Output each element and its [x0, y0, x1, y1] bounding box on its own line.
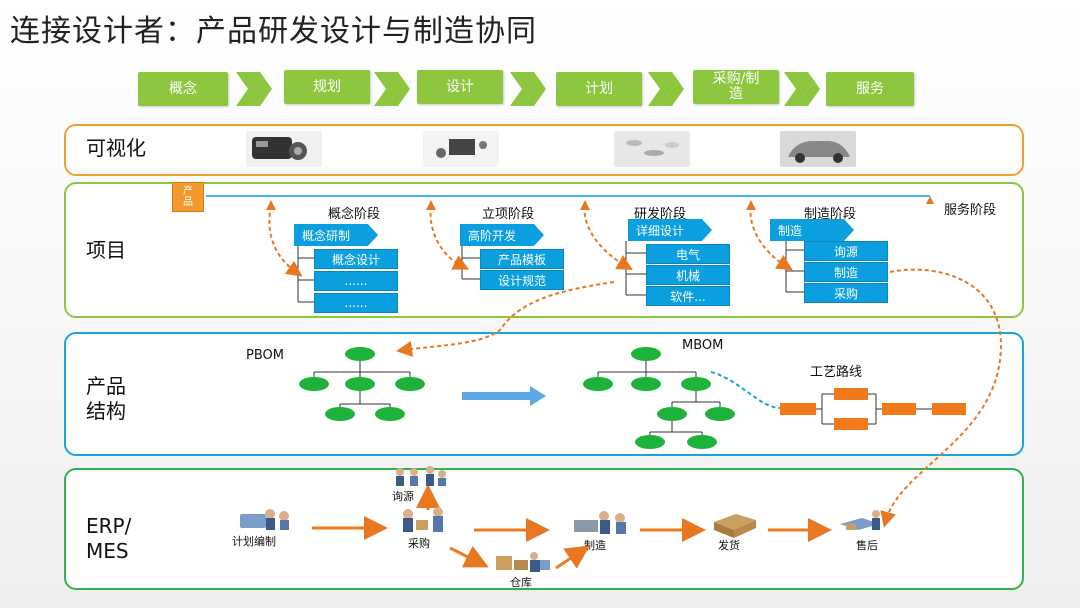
item-product-template: 产品模板: [480, 249, 564, 269]
item-mechanical: 机械: [646, 265, 730, 285]
pbom-label: PBOM: [246, 348, 284, 363]
after-sales-icon: [840, 510, 880, 530]
page-title: 连接设计者：产品研发设计与制造协同: [10, 14, 537, 49]
mbom-tree: [583, 347, 781, 449]
purchasing-icon: [403, 507, 443, 532]
stage-label-concept: 概念阶段: [328, 207, 381, 222]
product-image-2: [423, 131, 499, 167]
chevron-right-icon: [784, 72, 820, 106]
routing-step: [932, 403, 966, 415]
stage-label-rnd: 研发阶段: [634, 207, 687, 222]
product-image-1: [246, 131, 322, 167]
pbom-node: [375, 407, 405, 421]
product-tag: 产 品: [172, 182, 204, 212]
routing-step: [834, 418, 868, 430]
stage-label-initiation: 立项阶段: [482, 207, 535, 222]
erp-node-sourcing: 询源: [392, 490, 414, 503]
pbom-node: [395, 377, 425, 391]
mbom-label: MBOM: [682, 338, 724, 353]
product-image-3: [614, 131, 690, 167]
band-label-erp-mes: ERP/ MES: [86, 514, 132, 563]
pbom-tree: [299, 347, 425, 421]
chevron-right-icon: [374, 72, 410, 106]
process-bar: 概念 规划 设计 计划 采购/制 造 服务: [138, 70, 918, 108]
pbom-node: [299, 377, 329, 391]
mbom-node: [687, 435, 717, 449]
item-purchase: 采购: [804, 283, 888, 303]
routing-label: 工艺路线: [810, 365, 863, 380]
chevron-right-icon: [648, 72, 684, 106]
product-image-4: [780, 131, 856, 167]
erp-node-after-sales: 售后: [856, 539, 878, 552]
stage-label-manufacturing: 制造阶段: [804, 207, 857, 222]
chevron-right-icon: [236, 72, 272, 106]
stage-arrow-advanced-dev: 高阶开发: [460, 224, 544, 246]
item-concept-more-1: ......: [314, 271, 398, 291]
erp-node-planning: 计划编制: [232, 535, 276, 548]
service-marker-icon: [926, 196, 934, 204]
item-software: 软件...: [646, 286, 730, 306]
item-manufacture: 制造: [804, 262, 888, 282]
mbom-node: [705, 407, 735, 421]
manufacturing-icon: [574, 511, 626, 534]
pbom-node: [325, 407, 355, 421]
planning-icon: [240, 509, 289, 530]
process-step-service: 服务: [826, 72, 914, 106]
band-visualization: 可视化: [64, 124, 1024, 176]
band-label-product-structure: 产品 结构: [86, 374, 126, 423]
shipping-icon: [714, 514, 756, 538]
item-concept-more-2: ......: [314, 293, 398, 313]
erp-node-purchasing: 采购: [408, 537, 430, 550]
routing-step: [780, 403, 816, 415]
item-design-standard: 设计规范: [480, 270, 564, 290]
pbom-node: [345, 377, 375, 391]
project-feedback-curves: [268, 205, 1002, 528]
mbom-node: [681, 377, 711, 391]
process-step-planning: 规划: [284, 70, 370, 104]
erp-node-shipping: 发货: [718, 539, 740, 552]
mbom-node: [657, 407, 687, 421]
stage-arrow-manufacturing: 制造: [770, 219, 854, 241]
stage-label-service: 服务阶段: [944, 203, 997, 218]
band-label-visualization: 可视化: [86, 136, 146, 160]
process-step-design: 设计: [417, 70, 503, 104]
chevron-right-icon: [510, 72, 546, 106]
routing-step: [834, 388, 868, 400]
warehouse-icon: [496, 552, 550, 572]
stage-arrow-detail-design: 详细设计: [628, 219, 712, 241]
pbom-to-mbom-arrow: [462, 386, 546, 406]
erp-node-warehouse: 仓库: [510, 576, 532, 589]
routing-step: [882, 403, 916, 415]
stage-item-connectors: [297, 241, 804, 303]
mbom-node: [631, 347, 661, 361]
mbom-node: [635, 435, 665, 449]
item-sourcing: 询源: [804, 241, 888, 261]
band-product-structure: 产品 结构: [64, 332, 1024, 456]
project-timeline: [206, 195, 934, 210]
band-label-project: 项目: [86, 238, 126, 262]
sourcing-icon: [396, 466, 446, 486]
mbom-node: [583, 377, 613, 391]
process-step-concept: 概念: [138, 72, 228, 106]
routing-diagram: [780, 388, 966, 430]
process-step-procure-make: 采购/制 造: [693, 70, 779, 104]
erp-flow-arrows: [312, 484, 832, 570]
item-concept-design: 概念设计: [314, 249, 398, 269]
process-step-plan: 计划: [556, 72, 642, 106]
stage-arrow-concept-dev: 概念研制: [294, 224, 378, 246]
mbom-node: [631, 377, 661, 391]
pbom-node: [345, 347, 375, 361]
item-electrical: 电气: [646, 244, 730, 264]
